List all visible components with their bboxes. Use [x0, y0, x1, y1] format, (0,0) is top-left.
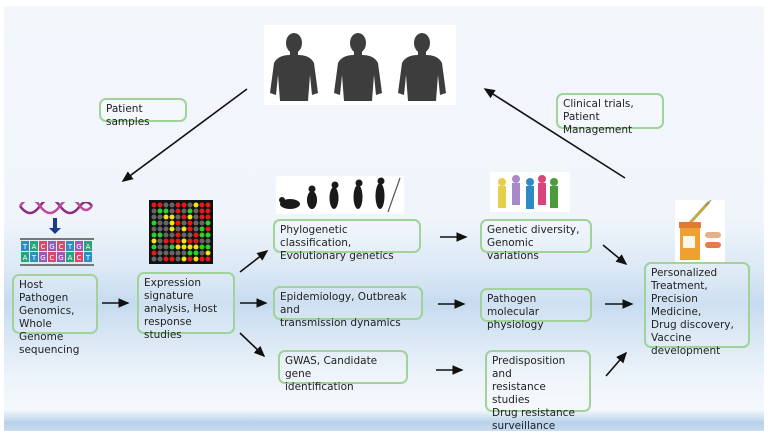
diagram-canvas: TACGCTGAATGCGACT [4, 6, 764, 431]
clinical-trials-label: Clinical trials, Patient Management [556, 93, 664, 129]
node-predisposition: Predisposition and resistance studies Dr… [485, 350, 591, 412]
node-pathogen-physiology: Pathogen molecular physiology [480, 288, 592, 322]
node-genetic-diversity: Genetic diversity, Genomic variations [480, 219, 592, 253]
node-epidemiology: Epidemiology, Outbreak and transmission … [273, 286, 423, 320]
node-expression-signature: Expression signature analysis, Host resp… [137, 272, 235, 334]
arrow-expression-to-phylo [240, 251, 267, 272]
node-host-pathogen-genomics: Host Pathogen Genomics, Whole Genome seq… [12, 274, 98, 334]
node-gwas: GWAS, Candidate gene identification [278, 350, 408, 384]
node-phylogenetic: Phylogenetic classification, Evolutionar… [273, 219, 421, 253]
node-personalized-treatment: Personalized Treatment, Precision Medici… [644, 262, 750, 348]
arrow-predisposition-to-personalized [606, 353, 626, 376]
arrow-expression-to-gwas [240, 333, 264, 356]
arrow-diversity-to-personalized [603, 245, 626, 264]
patient-samples-label: Patient samples [99, 98, 187, 122]
